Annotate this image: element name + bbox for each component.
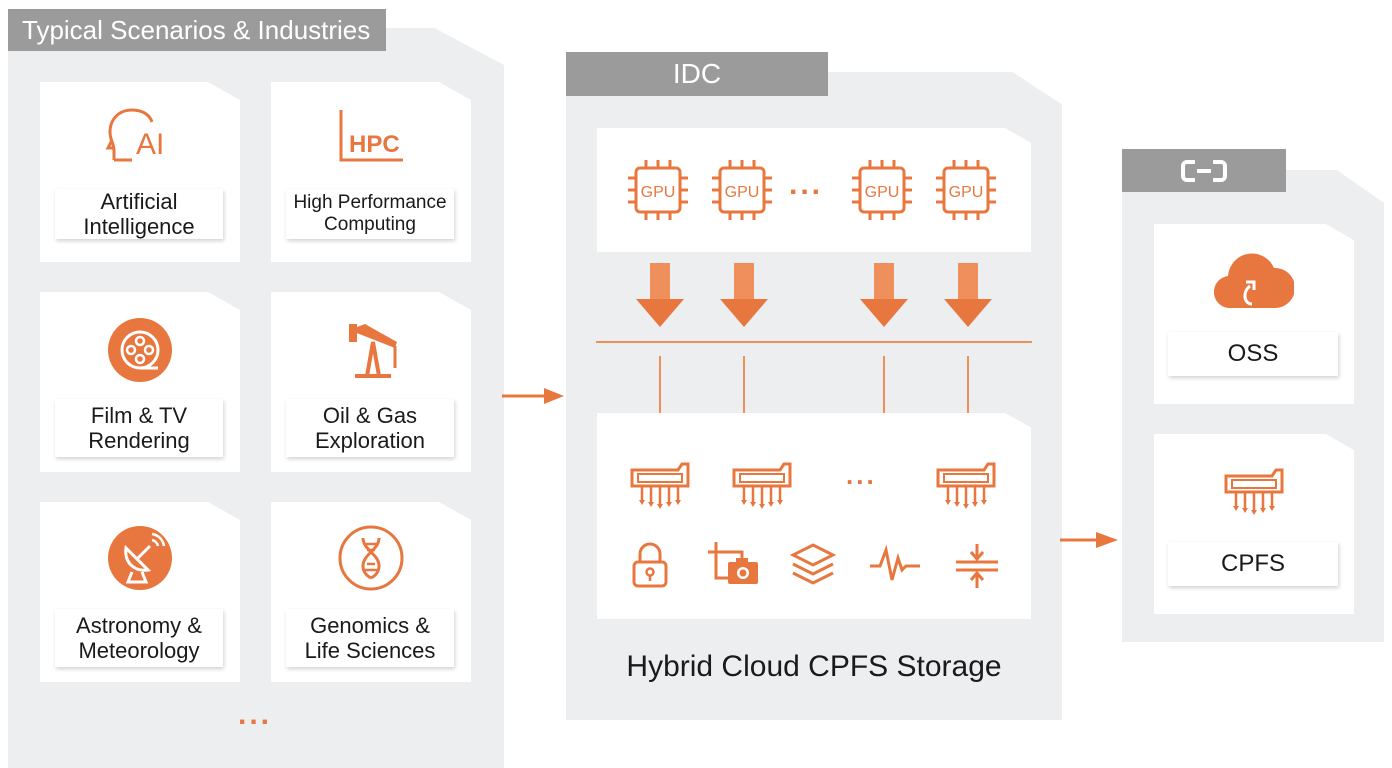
satellite-dish-icon (108, 526, 172, 590)
gpu-cluster-card (597, 128, 1031, 252)
svg-text:GPU: GPU (641, 184, 676, 201)
storage-node-icon (936, 462, 996, 511)
cloud-cpfs-label: CPFS (1168, 542, 1338, 586)
label-line: Exploration (314, 428, 426, 453)
storage-ellipsis: ... (846, 460, 877, 490)
more-scenarios-ellipsis: ... (238, 698, 273, 731)
scenario-label-film: Film & TV Rendering (55, 399, 223, 457)
gpu-chip-icon: GPU (934, 158, 998, 222)
svg-text:GPU: GPU (865, 184, 900, 201)
scenario-label-ai: Artificial Intelligence (55, 189, 223, 239)
idc-title-text: IDC (672, 58, 722, 89)
svg-text:GPU: GPU (725, 184, 760, 201)
scenario-card-hpc: HPC High Performance Computing (271, 82, 471, 262)
scenario-card-genomics: Genomics & Life Sciences (271, 502, 471, 682)
scenario-card-ai: AI Artificial Intelligence (40, 82, 240, 262)
svg-text:GPU: GPU (949, 184, 984, 201)
layers-icon (790, 543, 836, 585)
oss-card: OSS (1154, 224, 1354, 404)
label-line: Oil & Gas (322, 402, 418, 428)
label-line: Astronomy & (76, 612, 202, 638)
scenario-card-film: Film & TV Rendering (40, 292, 240, 472)
label-line: High Performance (293, 192, 447, 214)
down-arrow-icon (944, 263, 992, 327)
lock-icon (632, 542, 668, 588)
scenario-card-astronomy: Astronomy & Meteorology (40, 502, 240, 682)
label-line: Rendering (88, 428, 190, 453)
scenario-card-oil: Oil & Gas Exploration (271, 292, 471, 472)
label-line: Genomics & (310, 612, 430, 638)
network-bus-line (596, 341, 1032, 414)
scenarios-title-text: Typical Scenarios & Industries (22, 14, 371, 45)
label-line: Meteorology (78, 638, 200, 663)
scenario-label-genomics: Genomics & Life Sciences (286, 609, 454, 667)
oss-label: OSS (1168, 332, 1338, 376)
cpfs-storage-icon (1224, 468, 1284, 517)
down-arrow-icon (860, 263, 908, 327)
arrow-to-cloud-icon (1060, 532, 1118, 548)
scenario-label-hpc: High Performance Computing (286, 189, 454, 239)
cloud-panel-header (1122, 149, 1286, 192)
label-line: Computing (324, 214, 416, 235)
idc-caption: Hybrid Cloud CPFS Storage (626, 650, 1002, 683)
arrow-to-idc-icon (502, 388, 564, 404)
down-arrow-icon (636, 263, 684, 327)
cloud-upload-icon (1214, 253, 1294, 309)
storage-node-icon (732, 462, 792, 511)
hpc-icon: HPC (339, 110, 403, 162)
cpfs-storage-card (597, 413, 1031, 619)
film-reel-icon (108, 318, 172, 382)
scenario-label-astronomy: Astronomy & Meteorology (55, 609, 223, 667)
down-arrow-icon (720, 263, 768, 327)
svg-text:AI: AI (136, 128, 164, 161)
svg-text:HPC: HPC (349, 131, 400, 158)
scenarios-panel-title: Typical Scenarios & Industries (8, 9, 386, 51)
label-line: Artificial (100, 188, 178, 214)
gpu-chip-icon: GPU (850, 158, 914, 222)
gpu-ellipsis: ... (789, 168, 824, 201)
alibaba-cloud-logo-icon (1181, 159, 1227, 182)
gpu-chip-icon: GPU (626, 158, 690, 222)
storage-node-icon (630, 462, 690, 511)
label-line: Intelligence (83, 214, 195, 239)
label-line: Film & TV (90, 402, 188, 428)
compress-icon (956, 544, 998, 588)
oil-pump-icon (349, 324, 397, 378)
waveform-icon (870, 544, 920, 581)
idc-panel-title: IDC (566, 52, 828, 96)
dna-icon (338, 525, 404, 591)
cloud-cpfs-card: CPFS (1154, 434, 1354, 614)
label-line: Life Sciences (304, 638, 436, 663)
ai-head-icon: AI (105, 108, 164, 162)
gpu-chip-icon: GPU (710, 158, 774, 222)
scenario-label-oil: Oil & Gas Exploration (286, 399, 454, 457)
snapshot-icon (708, 542, 758, 584)
